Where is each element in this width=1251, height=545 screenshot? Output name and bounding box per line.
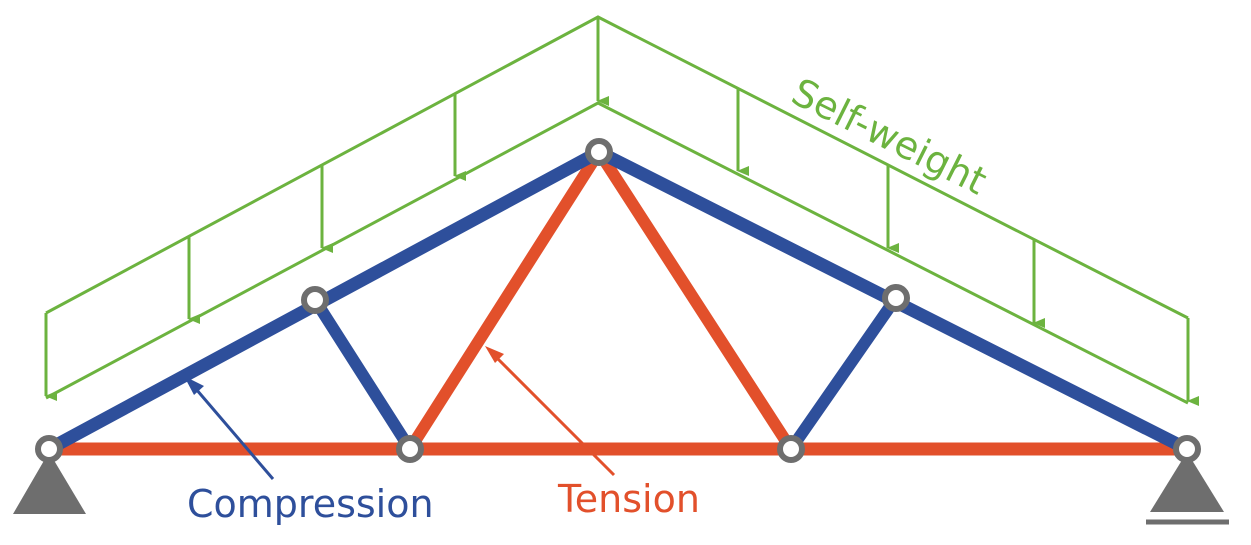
- compression-arrowhead: [184, 376, 204, 395]
- pin-support: [13, 452, 86, 514]
- tension-label: Tension: [557, 477, 700, 521]
- truss-joints: [35, 138, 1201, 463]
- self-weight-load: [44, 15, 1199, 406]
- joint: [777, 435, 805, 463]
- compression-leader: [184, 376, 275, 480]
- joint: [882, 284, 910, 312]
- web-member-tension-left: [404, 146, 605, 455]
- tension-leader-line: [495, 356, 616, 477]
- roller-support: [1150, 452, 1224, 512]
- joint: [35, 435, 63, 463]
- joint: [301, 286, 329, 314]
- tension-arrowhead: [485, 346, 504, 363]
- joint: [585, 138, 613, 166]
- compression-leader-line: [194, 388, 275, 480]
- web-member-tension-right: [593, 146, 797, 455]
- truss-members: [42, 145, 1194, 456]
- web-member-compression-left: [309, 294, 416, 455]
- joint: [396, 435, 424, 463]
- web-member-compression-right: [785, 292, 902, 455]
- compression-label: Compression: [187, 482, 434, 526]
- supports: [13, 452, 1229, 525]
- joint: [1173, 435, 1201, 463]
- tension-leader: [485, 346, 616, 477]
